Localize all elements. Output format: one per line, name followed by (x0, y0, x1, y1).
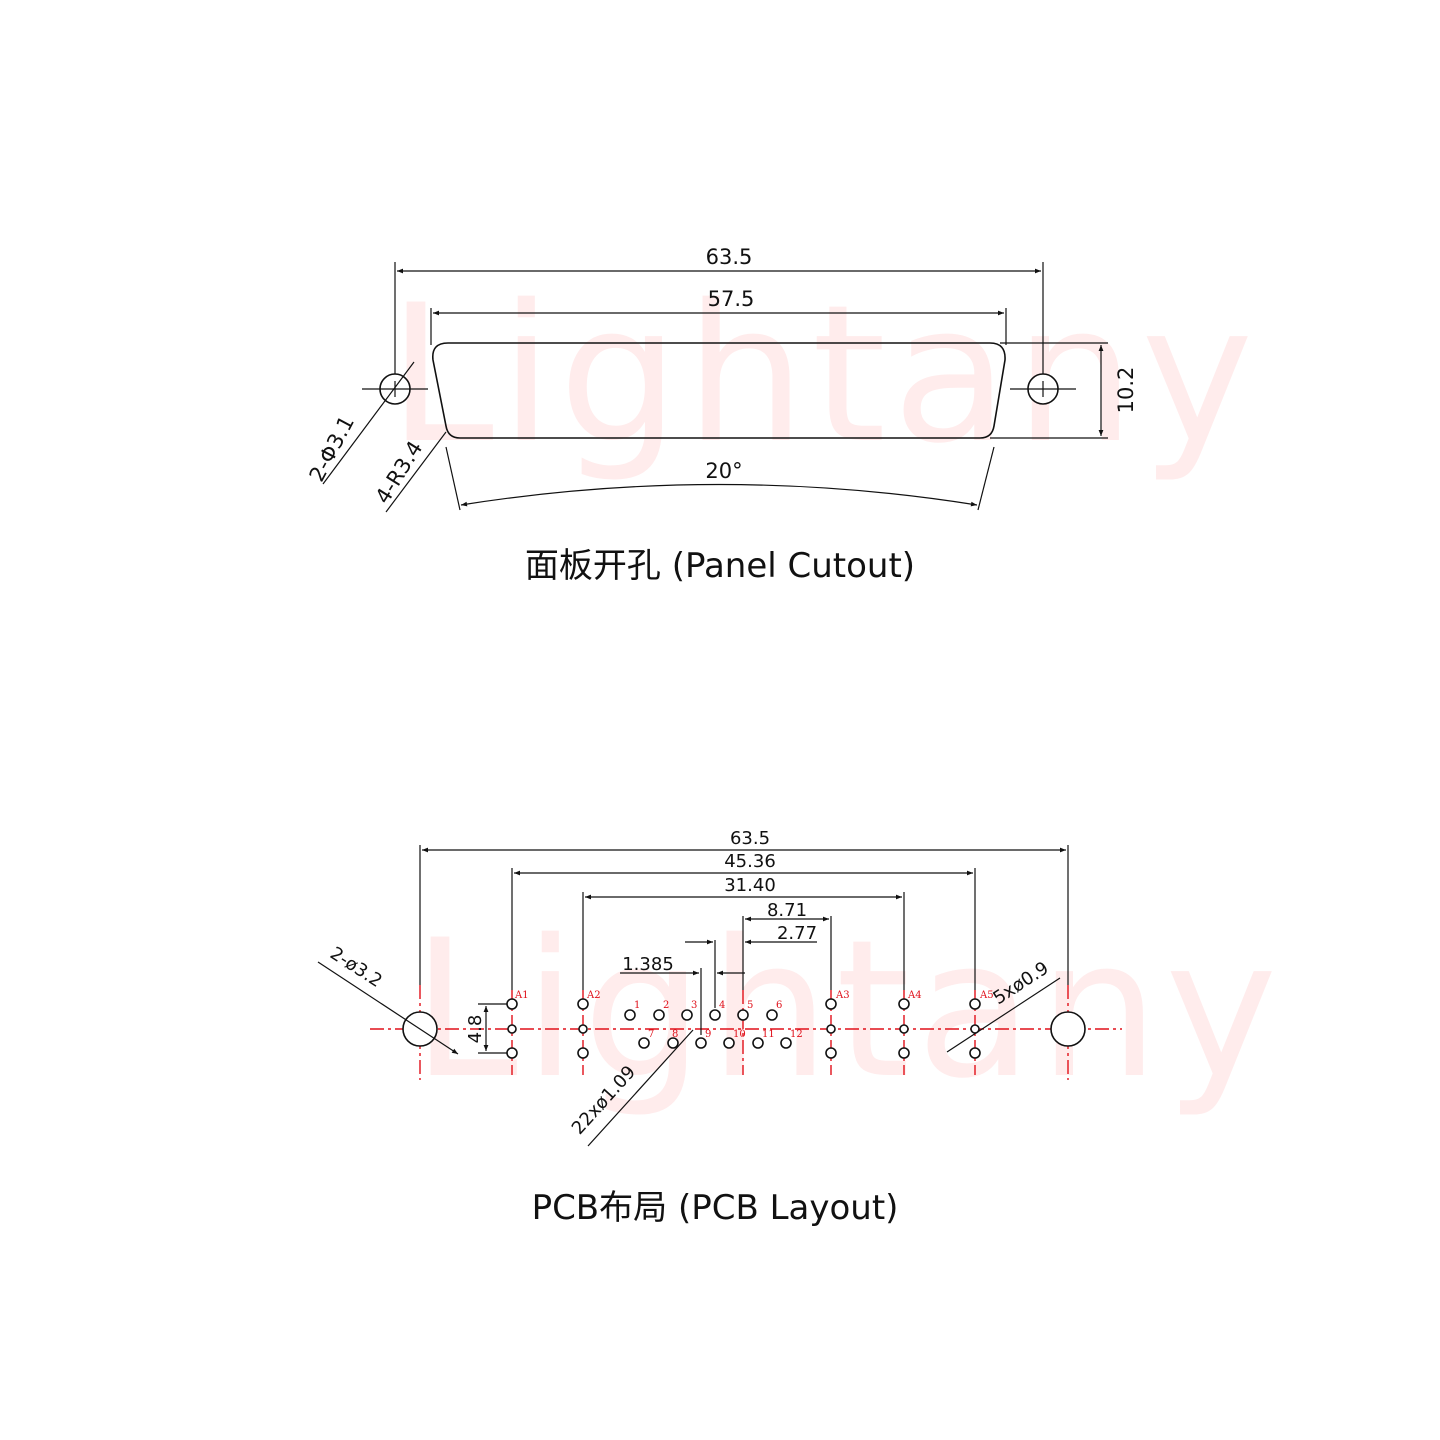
pin-label-11: 11 (762, 1029, 775, 1040)
pin-hole (969, 998, 981, 1010)
pin-hole (969, 1047, 981, 1059)
pin-hole (898, 998, 910, 1010)
pin-hole (970, 1024, 980, 1034)
ext-line-angle (445, 446, 461, 511)
dim-text-1-385: 1.385 (622, 954, 674, 975)
dim-arc-angle (460, 483, 978, 507)
coax-pin-column-a4: A4 (898, 990, 922, 1059)
pin-label-10: 10 (733, 1029, 746, 1040)
signal-pin-1 (624, 1009, 636, 1021)
leader-holes (322, 361, 415, 485)
pin-hole (506, 1047, 518, 1059)
pin-label-a2: A2 (586, 990, 601, 1001)
pin-hole (577, 998, 589, 1010)
dim-text-63-5-pcb: 63.5 (730, 828, 770, 849)
pin-label-1: 1 (634, 1000, 640, 1011)
signal-pin-7 (638, 1037, 650, 1049)
ext-line-angle (977, 446, 995, 511)
dim-text-angle: 20° (705, 459, 742, 483)
pin-label-9: 9 (705, 1029, 711, 1040)
dim-text-57-5: 57.5 (708, 287, 755, 311)
pin-hole (825, 1047, 837, 1059)
pin-hole (825, 998, 837, 1010)
pin-label-3: 3 (691, 1000, 697, 1011)
pin-label-8: 8 (672, 1029, 678, 1040)
coax-pin-column-a2: A2 (577, 990, 601, 1059)
signal-pin-9 (695, 1037, 707, 1049)
label-holes: 2-Φ3.1 (305, 412, 359, 486)
signal-pin-8 (667, 1037, 679, 1049)
pin-hole (577, 1047, 589, 1059)
pin-hole (507, 1024, 517, 1034)
pin-hole (506, 998, 518, 1010)
signal-pin-12 (780, 1037, 792, 1049)
pin-label-12: 12 (790, 1029, 803, 1040)
dim-text-45-36: 45.36 (724, 851, 776, 872)
pin-label-a1: A1 (514, 990, 529, 1001)
dim-text-4-8: 4.8 (465, 1015, 486, 1044)
dim-text-63-5: 63.5 (706, 245, 753, 269)
leader-mount (317, 961, 459, 1055)
pin-label-6: 6 (776, 1000, 782, 1011)
watermark-bottom: Lightany (412, 899, 1283, 1120)
signal-pin-3 (681, 1009, 693, 1021)
signal-pin-11 (752, 1037, 764, 1049)
coax-pin-column-a3: A3 (825, 990, 850, 1059)
pin-hole (578, 1024, 588, 1034)
pcb-mounting-hole-right (1050, 1011, 1086, 1047)
leader-signal (587, 1029, 694, 1147)
pin-label-a4: A4 (907, 990, 922, 1001)
signal-pin-6 (766, 1009, 778, 1021)
leader-coax (946, 977, 1061, 1053)
pcb-caption: PCB布局 (PCB Layout) (532, 1188, 899, 1228)
pin-label-5: 5 (747, 1000, 753, 1011)
signal-pin-5 (737, 1009, 749, 1021)
pin-label-a5: A5 (979, 990, 994, 1001)
pin-hole (898, 1047, 910, 1059)
pin-hole (826, 1024, 836, 1034)
pin-label-4: 4 (719, 1000, 725, 1011)
coax-pin-column-a5: A5 (969, 990, 994, 1059)
panel-caption: 面板开孔 (Panel Cutout) (525, 546, 915, 586)
dim-text-31-40: 31.40 (724, 875, 776, 896)
pin-label-7: 7 (648, 1029, 654, 1040)
pin-hole (899, 1024, 909, 1034)
signal-pin-2 (653, 1009, 665, 1021)
signal-pin-10 (723, 1037, 735, 1049)
watermark-top: Lightany (388, 264, 1259, 485)
leader-radius (385, 431, 447, 513)
dim-text-8-71: 8.71 (767, 900, 807, 921)
dim-text-10-2: 10.2 (1114, 367, 1138, 414)
label-mount: 2-ø3.2 (326, 943, 386, 992)
signal-pin-4 (709, 1009, 721, 1021)
pin-label-a3: A3 (835, 990, 850, 1001)
dim-text-2-77: 2.77 (777, 923, 817, 944)
pin-label-2: 2 (663, 1000, 669, 1011)
d-sub-cutout-outline (431, 342, 1006, 439)
coax-pin-column-a1: A1 (506, 990, 529, 1059)
